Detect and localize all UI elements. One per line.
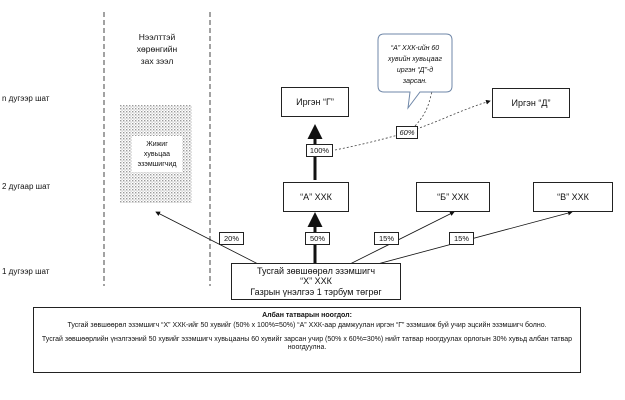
stage-label-2: 2 дугаар шат (2, 182, 51, 191)
share-to-v: 15% (449, 232, 474, 245)
entity-company-b: “Б” ХХК (416, 182, 490, 212)
tax-note-title: Албан татварын ноогдол: (262, 312, 352, 319)
stage-label-1: 1 дугээр шат (2, 267, 50, 276)
share-to-minority: 20% (219, 232, 244, 245)
callout-connector (414, 91, 433, 127)
license-holder-line-2: “Х” ХХК (300, 276, 332, 287)
callout-line-4: зарсан. (402, 78, 427, 85)
tax-note-line-2: Тусгай зөвшөөрлийн үнэлгээний 50 хувийг … (41, 335, 573, 352)
entity-citizen-g: Иргэн “Г” (281, 87, 349, 117)
tax-note: Албан татварын ноогдол: Тусгай зөвшөөрөл… (33, 307, 581, 373)
entity-citizen-d: Иргэн “Д” (492, 88, 570, 118)
share-g: 100% (306, 144, 333, 157)
callout-bubble (377, 33, 453, 110)
callout-line-2: хувийн хувьцааг (387, 55, 442, 63)
entity-company-a: “А” ХХК (283, 182, 349, 212)
callout-line-3: иргэн “Д”-д (397, 66, 433, 74)
tax-note-line-1: Тусгай зөвшөөрөл эзэмшигч “Х” ХХК-ийг 50… (67, 321, 547, 329)
minority-label-line-1: Жижиг (146, 141, 168, 148)
market-label-line-1: Нээлттэй (139, 32, 176, 42)
minority-label-line-3: эзэмшигчид (138, 161, 177, 168)
share-to-b: 15% (374, 232, 399, 245)
license-holder-line-3: Газрын үнэлгээ 1 тэрбум төгрөг (250, 286, 382, 297)
minority-label-bg (132, 136, 182, 172)
arrow-to-minority (155, 211, 263, 267)
stage-label-n: n дугээр шат (2, 94, 50, 103)
callout-line-1: “А” ХХК-ийн 60 (391, 44, 440, 52)
license-holder-line-1: Тусгай зөвшөөрөл эзэмшигч (256, 265, 376, 276)
share-to-a: 50% (305, 232, 330, 245)
market-label-line-3: зах зээл (141, 56, 174, 66)
arrow-to-b (345, 211, 455, 267)
entity-license-holder: Тусгай зөвшөөрөл эзэмшигч “Х” ХХК Газрын… (231, 263, 401, 300)
share-sale-to-d: 60% (396, 126, 418, 139)
market-label-line-2: хөрөнгийн (137, 44, 178, 54)
minority-label-line-2: хувьцаа (144, 151, 170, 158)
entity-company-v: “В” ХХК (533, 182, 613, 212)
